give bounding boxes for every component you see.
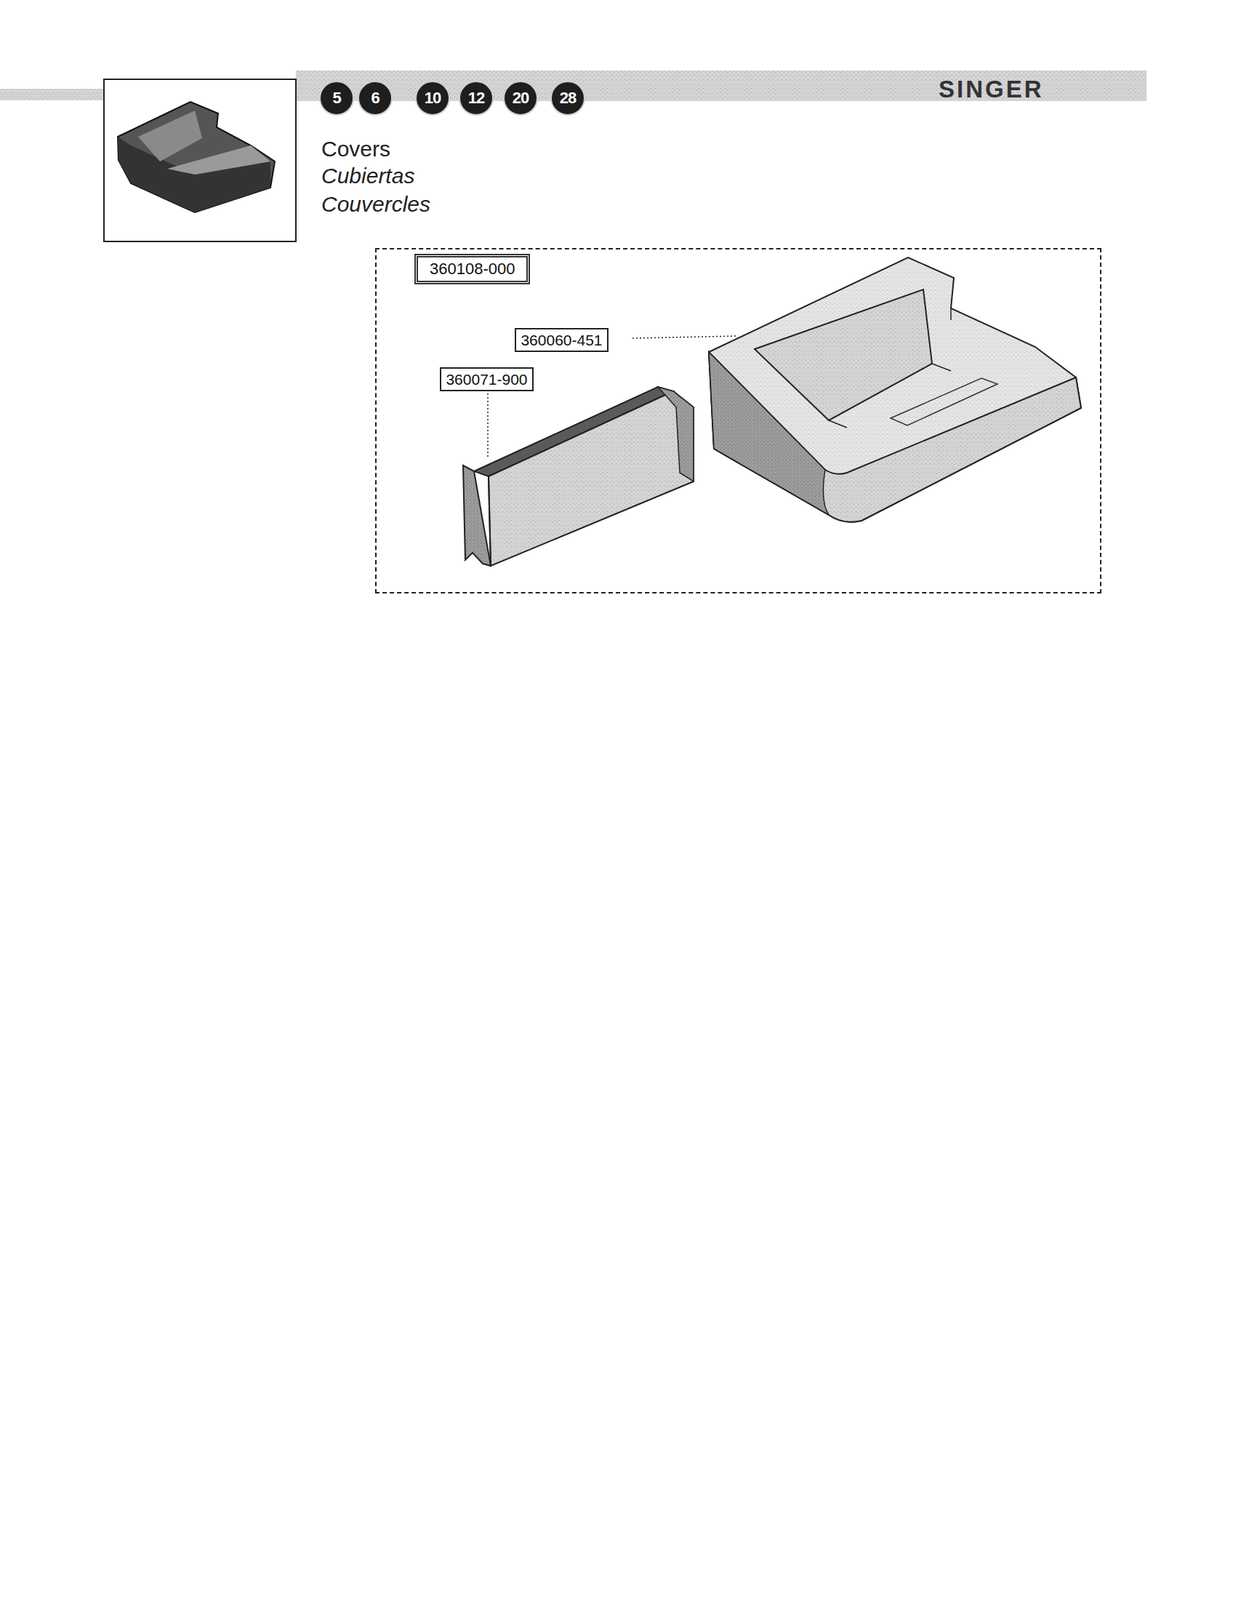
leader-line bbox=[487, 393, 489, 457]
callout-circle: 5 bbox=[319, 80, 355, 116]
trough-cover bbox=[463, 386, 694, 566]
circle-number: 10 bbox=[424, 88, 441, 108]
assembly-frame: 360108-000 360060-451 360071-900 bbox=[375, 247, 1102, 594]
u-cover bbox=[708, 257, 1082, 522]
part-number-box: 360060-451 bbox=[514, 327, 609, 352]
circle-number: 12 bbox=[468, 88, 485, 108]
callout-circle: 10 bbox=[415, 80, 451, 116]
thumbnail-cover bbox=[117, 101, 275, 213]
circle-number: 20 bbox=[512, 88, 529, 108]
circle-number: 5 bbox=[332, 88, 341, 108]
callout-circle: 12 bbox=[458, 80, 494, 116]
section-title-fr: Couvercles bbox=[321, 191, 431, 217]
callout-circle: 28 bbox=[550, 80, 586, 116]
section-title: Covers bbox=[321, 136, 391, 162]
brand-name: SINGER bbox=[938, 75, 1044, 104]
circle-number: 6 bbox=[370, 88, 379, 108]
part-number: 360071-900 bbox=[445, 370, 528, 389]
leader-line bbox=[632, 335, 738, 339]
header-band bbox=[0, 88, 106, 101]
callout-circle: 6 bbox=[357, 80, 393, 116]
thumbnail-frame bbox=[103, 79, 296, 242]
section-title-es: Cubiertas bbox=[321, 163, 415, 189]
assembly-part-number: 360108-000 bbox=[414, 253, 530, 285]
circle-number: 28 bbox=[559, 88, 576, 108]
part-number-box: 360071-900 bbox=[439, 367, 534, 392]
part-number: 360060-451 bbox=[520, 331, 602, 349]
callout-circle: 20 bbox=[503, 80, 538, 116]
